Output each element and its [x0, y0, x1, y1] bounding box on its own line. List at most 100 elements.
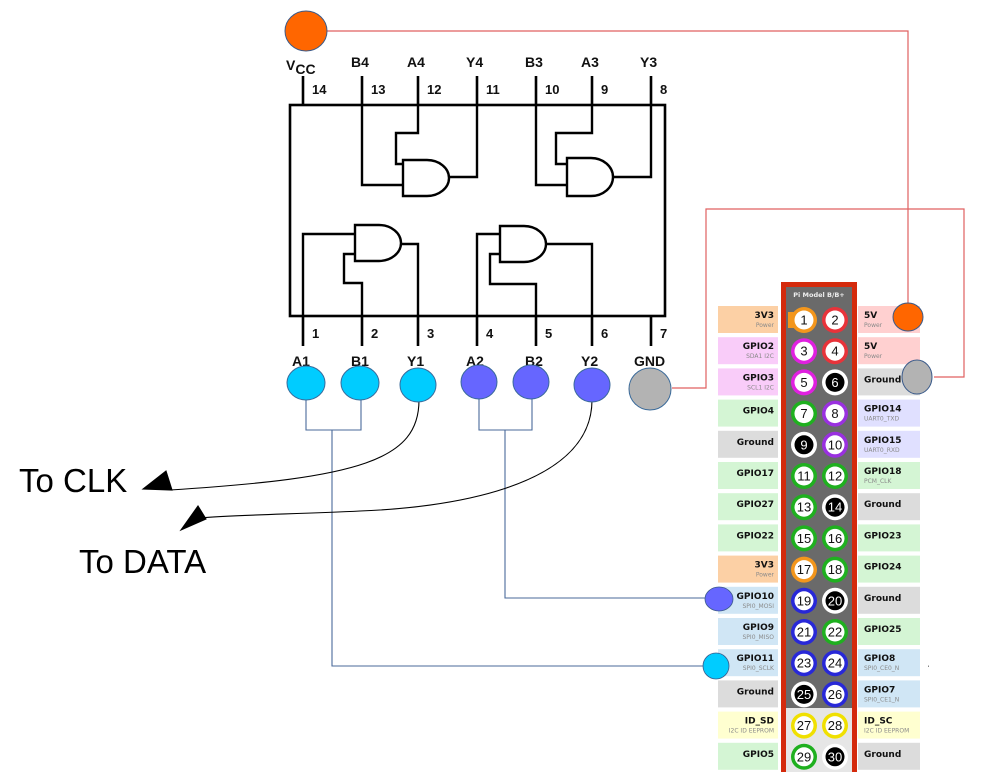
pin-core — [794, 560, 814, 580]
gpio-pin-8[interactable]: 8 — [822, 400, 848, 427]
gpio-pin-10[interactable]: 10 — [822, 431, 848, 458]
gpio-pin-26[interactable]: 26 — [822, 681, 848, 708]
vcc-node[interactable] — [284, 10, 328, 52]
gpio-pin-14[interactable]: 14 — [822, 494, 848, 521]
node-b1[interactable] — [340, 365, 380, 401]
gpio-pin-5[interactable]: 5 — [791, 369, 817, 396]
pin-name: GPIO15 — [864, 436, 902, 446]
gpio-pin-23[interactable]: 23 — [791, 650, 817, 677]
pin-name: 3V3 — [755, 311, 775, 321]
pin-name: ID_SD — [745, 717, 774, 727]
pin-label-b4: B4 — [351, 54, 369, 70]
gpio-pin-12[interactable]: 12 — [822, 463, 848, 489]
header-5v-node[interactable] — [892, 302, 924, 332]
gpio-pin-22[interactable]: 22 — [822, 619, 848, 645]
pin-name: GPIO24 — [864, 563, 902, 573]
gpio-pin-29[interactable]: 29 — [791, 743, 817, 770]
node-b2[interactable] — [512, 364, 550, 400]
pin-number-4: 4 — [486, 326, 494, 341]
gpio-pin-24[interactable]: 24 — [822, 650, 848, 677]
signal-wires — [305, 398, 710, 667]
node-a2[interactable] — [460, 364, 498, 400]
node-y1[interactable] — [399, 367, 437, 403]
pin-number: 12 — [828, 469, 842, 484]
gpio-pin-17[interactable]: 17 — [791, 556, 817, 583]
gpio-pin-1[interactable]: 1 — [791, 307, 817, 333]
gpio-pin-6[interactable]: 6 — [822, 369, 848, 396]
pin-name: Ground — [864, 500, 901, 510]
gate4-output-wire — [449, 105, 479, 179]
pin-11-label: GPIO17 — [718, 462, 778, 489]
gpio-pin-3[interactable]: 3 — [791, 338, 817, 365]
gpio-pin-20[interactable]: 20 — [822, 587, 848, 614]
node-y2[interactable] — [573, 367, 611, 403]
pin-core — [794, 310, 814, 330]
gpio-pin-25[interactable]: 25 — [791, 681, 817, 708]
a1-b1-bridge-wire — [305, 398, 362, 431]
gpio-pin-30[interactable]: 30 — [822, 743, 848, 770]
pin-function: SPI0_MISO — [743, 634, 775, 641]
gpio-pin-7[interactable]: 7 — [791, 400, 817, 427]
pin-name: Ground — [864, 375, 901, 385]
pin-core — [825, 622, 845, 642]
pin-number-11: 11 — [486, 82, 500, 97]
pin-name: GPIO11 — [736, 654, 774, 664]
a2b2-to-gpio10-wire — [504, 430, 710, 599]
pin-number: 13 — [797, 500, 811, 515]
gpio-pin-16[interactable]: 16 — [822, 525, 848, 552]
pin-name: GPIO22 — [736, 531, 774, 541]
gpio-pin-4[interactable]: 4 — [822, 338, 848, 365]
y1-to-clk-wire — [169, 399, 420, 491]
gpio-pin-21[interactable]: 21 — [791, 619, 817, 645]
pin-core — [825, 497, 845, 517]
pin-function: SCL1 I2C — [747, 384, 774, 391]
gpio-pin-2[interactable]: 2 — [822, 307, 848, 333]
gpio-pin-11[interactable]: 11 — [791, 463, 817, 489]
pin-name: GPIO4 — [743, 407, 774, 417]
output-wires — [141, 399, 593, 532]
gpio-pin-28[interactable]: 28 — [822, 712, 848, 739]
pin-function: PCM_CLK — [864, 478, 893, 485]
gpio-pin-13[interactable]: 13 — [791, 494, 817, 521]
pin-name: 3V3 — [755, 561, 775, 571]
pin-label-a1: A1 — [292, 353, 310, 369]
pin-function: SDA1 I2C — [746, 353, 774, 360]
to-clk-label: To CLK — [19, 462, 127, 499]
pin-label-y4: Y4 — [466, 54, 483, 70]
gpio-pin-19[interactable]: 19 — [791, 587, 817, 614]
node-gnd[interactable] — [628, 367, 672, 411]
pin-core — [794, 747, 814, 767]
pin-number: 11 — [797, 469, 811, 484]
pin-number: 28 — [828, 718, 842, 733]
gpio-pin-18[interactable]: 18 — [822, 556, 848, 583]
pin-name: Ground — [737, 438, 774, 448]
pin-core — [825, 528, 845, 548]
pin-core — [794, 341, 814, 361]
pin-core — [825, 310, 845, 330]
gpio-pin-15[interactable]: 15 — [791, 525, 817, 552]
gpio-pin-27[interactable]: 27 — [791, 712, 817, 739]
a1b1-to-gpio11-wire — [331, 430, 710, 667]
data-arrowhead — [179, 505, 207, 532]
gate1-input-b-wire — [342, 252, 364, 316]
pin-29-label: GPIO5 — [718, 742, 778, 770]
pin-name: GPIO17 — [736, 469, 774, 479]
pin-number-5: 5 — [545, 326, 552, 341]
pin-core — [794, 435, 814, 455]
pin-function: Power — [864, 353, 883, 360]
pin-function: UART0_TXD — [864, 416, 899, 423]
header-gpio10-node[interactable] — [704, 586, 734, 612]
gpio-pin-9[interactable]: 9 — [791, 431, 817, 458]
pin-core — [825, 372, 845, 392]
header-ground-node[interactable] — [901, 359, 933, 395]
gate-wiring — [301, 105, 653, 316]
header-gpio11-node[interactable] — [702, 652, 730, 680]
node-a1[interactable] — [286, 365, 326, 401]
gate4-input-a-wire — [394, 105, 420, 166]
